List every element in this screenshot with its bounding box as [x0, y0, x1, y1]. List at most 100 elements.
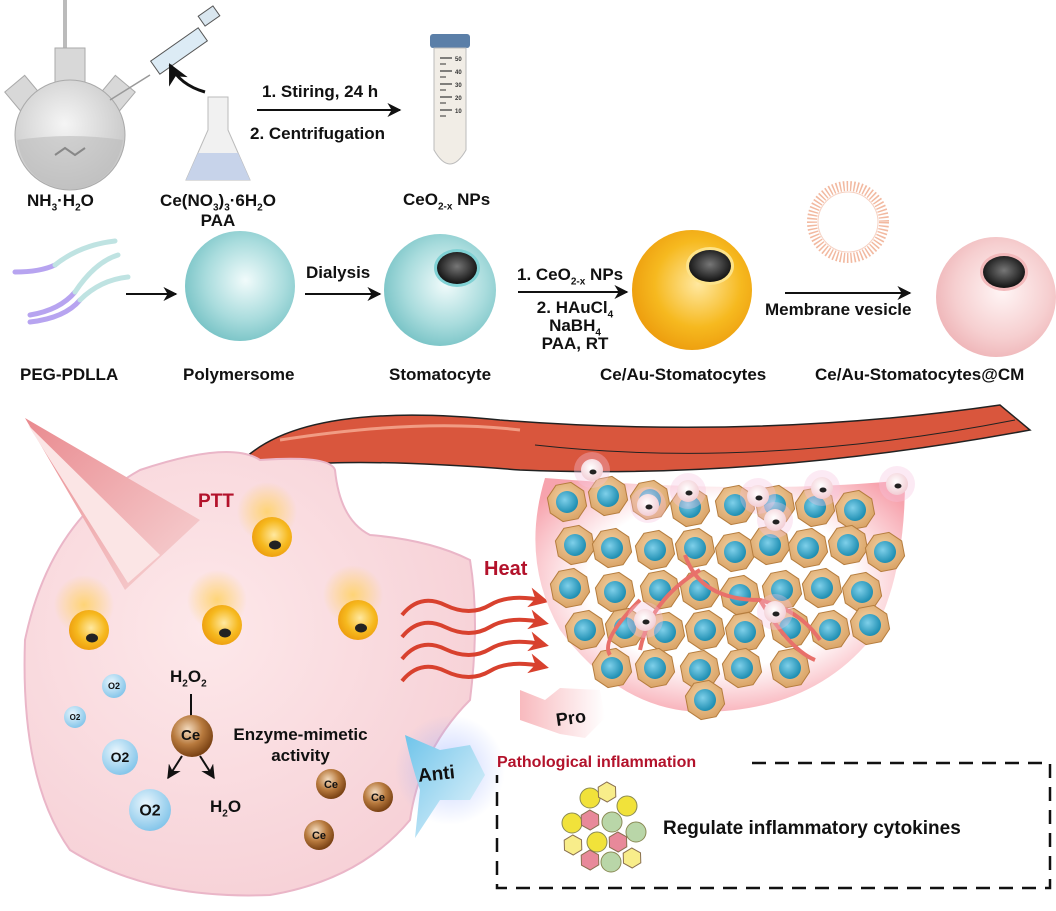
cytokine-circle — [579, 787, 601, 809]
wbc-nucleus — [755, 495, 763, 501]
cytokine-circle — [616, 795, 638, 817]
step-stirring: 1. Stiring, 24 h — [262, 82, 379, 101]
wbc-nucleus — [589, 469, 597, 475]
heat-wave-arrow — [400, 653, 549, 683]
cytokine-hexagon — [622, 847, 642, 869]
o2-label: O2 — [70, 713, 81, 722]
cytokine-hexagon — [580, 849, 600, 871]
cytokine-circle — [625, 821, 647, 843]
ce-particle-label: Ce — [324, 779, 338, 791]
particle-opening — [269, 540, 281, 550]
cell-nucleus — [644, 657, 666, 679]
gold-particle — [69, 610, 109, 650]
heat-wave-arrow — [400, 587, 549, 617]
tube-tick-label: 50 — [455, 57, 462, 63]
cell-nucleus — [797, 537, 819, 559]
cell-nucleus — [654, 621, 676, 643]
three-neck-flask — [4, 0, 136, 191]
particle-opening — [86, 633, 98, 643]
cell-nucleus — [837, 534, 859, 556]
cell-nucleus — [771, 579, 793, 601]
cell-nucleus — [724, 494, 746, 516]
step-centrifugation: 2. Centrifugation — [250, 124, 386, 143]
ptt-particles — [54, 482, 383, 650]
polymersome — [185, 231, 295, 341]
cytokine-box — [495, 761, 1052, 890]
heat-label: Heat — [484, 558, 528, 580]
gold-particle — [202, 605, 242, 645]
ce-particle — [363, 782, 393, 812]
dialysis-label: Dialysis — [306, 263, 371, 282]
cell-nucleus — [689, 659, 711, 681]
cell-nucleus — [604, 581, 626, 603]
o2-bubble — [102, 739, 138, 775]
cell-nucleus — [644, 539, 666, 561]
cell-nucleus — [779, 657, 801, 679]
membrane-label: Membrane vesicle — [765, 300, 912, 319]
syringe-icon — [109, 5, 221, 101]
pathological-label: Pathological inflammation — [497, 754, 697, 771]
transfer-arrow — [168, 63, 206, 94]
cell-nucleus — [694, 619, 716, 641]
tube-tick-label: 10 — [455, 109, 462, 115]
ptt-label: PTT — [198, 491, 234, 512]
cell-nucleus — [597, 485, 619, 507]
ce-au-stomatocyte — [632, 230, 752, 350]
cell-nucleus — [759, 534, 781, 556]
o2-bubble — [129, 789, 171, 831]
membrane-vesicle — [807, 181, 889, 263]
wbc-nucleus — [642, 619, 650, 625]
cytokine-hexagon — [597, 781, 617, 803]
cell-nucleus — [559, 577, 581, 599]
cell-nucleus — [811, 577, 833, 599]
laser-cone — [25, 418, 200, 590]
h2o2-label: H2O2 — [170, 667, 207, 690]
tube-tick-label: 30 — [455, 83, 462, 89]
step-haucl4: 2. HAuCl4 — [536, 298, 614, 321]
wbc-nucleus — [819, 487, 827, 493]
cell-nucleus — [679, 496, 701, 518]
wbc-nucleus — [772, 519, 780, 525]
o2-bubble — [64, 706, 86, 728]
wbc-nucleus — [894, 483, 902, 489]
step-ceo2: 1. CeO2-x NPs — [517, 265, 624, 288]
cell-nucleus — [601, 537, 623, 559]
o2-label: O2 — [111, 749, 130, 765]
arrow-to-h2o — [199, 755, 215, 780]
cell-nucleus — [574, 619, 596, 641]
cell-nucleus — [731, 657, 753, 679]
cytokine-circle — [601, 811, 623, 833]
cytokine-circle — [600, 851, 622, 873]
o2-label: O2 — [139, 803, 160, 820]
cytokine-cluster — [561, 781, 647, 873]
heat-waves — [400, 587, 549, 683]
paa-label: PAA — [200, 211, 236, 230]
cell-nucleus — [564, 534, 586, 556]
cytokine-circle — [586, 831, 608, 853]
wbc-nucleus — [685, 490, 693, 496]
white-blood-cells — [574, 452, 915, 638]
pro-label: Pro — [554, 706, 588, 730]
ce-particle — [304, 820, 334, 850]
tube-tick-label: 20 — [455, 96, 462, 102]
cytokine-hexagon — [563, 834, 583, 856]
ce-particle — [316, 769, 346, 799]
heat-wave-arrow — [400, 631, 549, 661]
h2o-label: H2O — [210, 797, 242, 820]
cell-nucleus — [734, 621, 756, 643]
cell-nucleus — [874, 541, 896, 563]
cell-nucleus — [859, 614, 881, 636]
gold-particle — [252, 517, 292, 557]
cell-nucleus — [844, 499, 866, 521]
reagent-label: Ce(NO3)3·6H2O — [160, 191, 276, 214]
step-paa-rt: PAA, RT — [541, 334, 609, 353]
pro-arrow — [520, 688, 605, 738]
polymer-label: PEG-PDLLA — [20, 365, 119, 384]
cell-nucleus — [851, 581, 873, 603]
capillary — [606, 554, 822, 662]
cell-cluster — [546, 475, 906, 721]
cytokine-hexagon — [608, 831, 628, 853]
ce-main-label: Ce — [181, 727, 201, 744]
ce-particle-label: Ce — [312, 830, 326, 842]
anti-arrow — [405, 735, 485, 838]
